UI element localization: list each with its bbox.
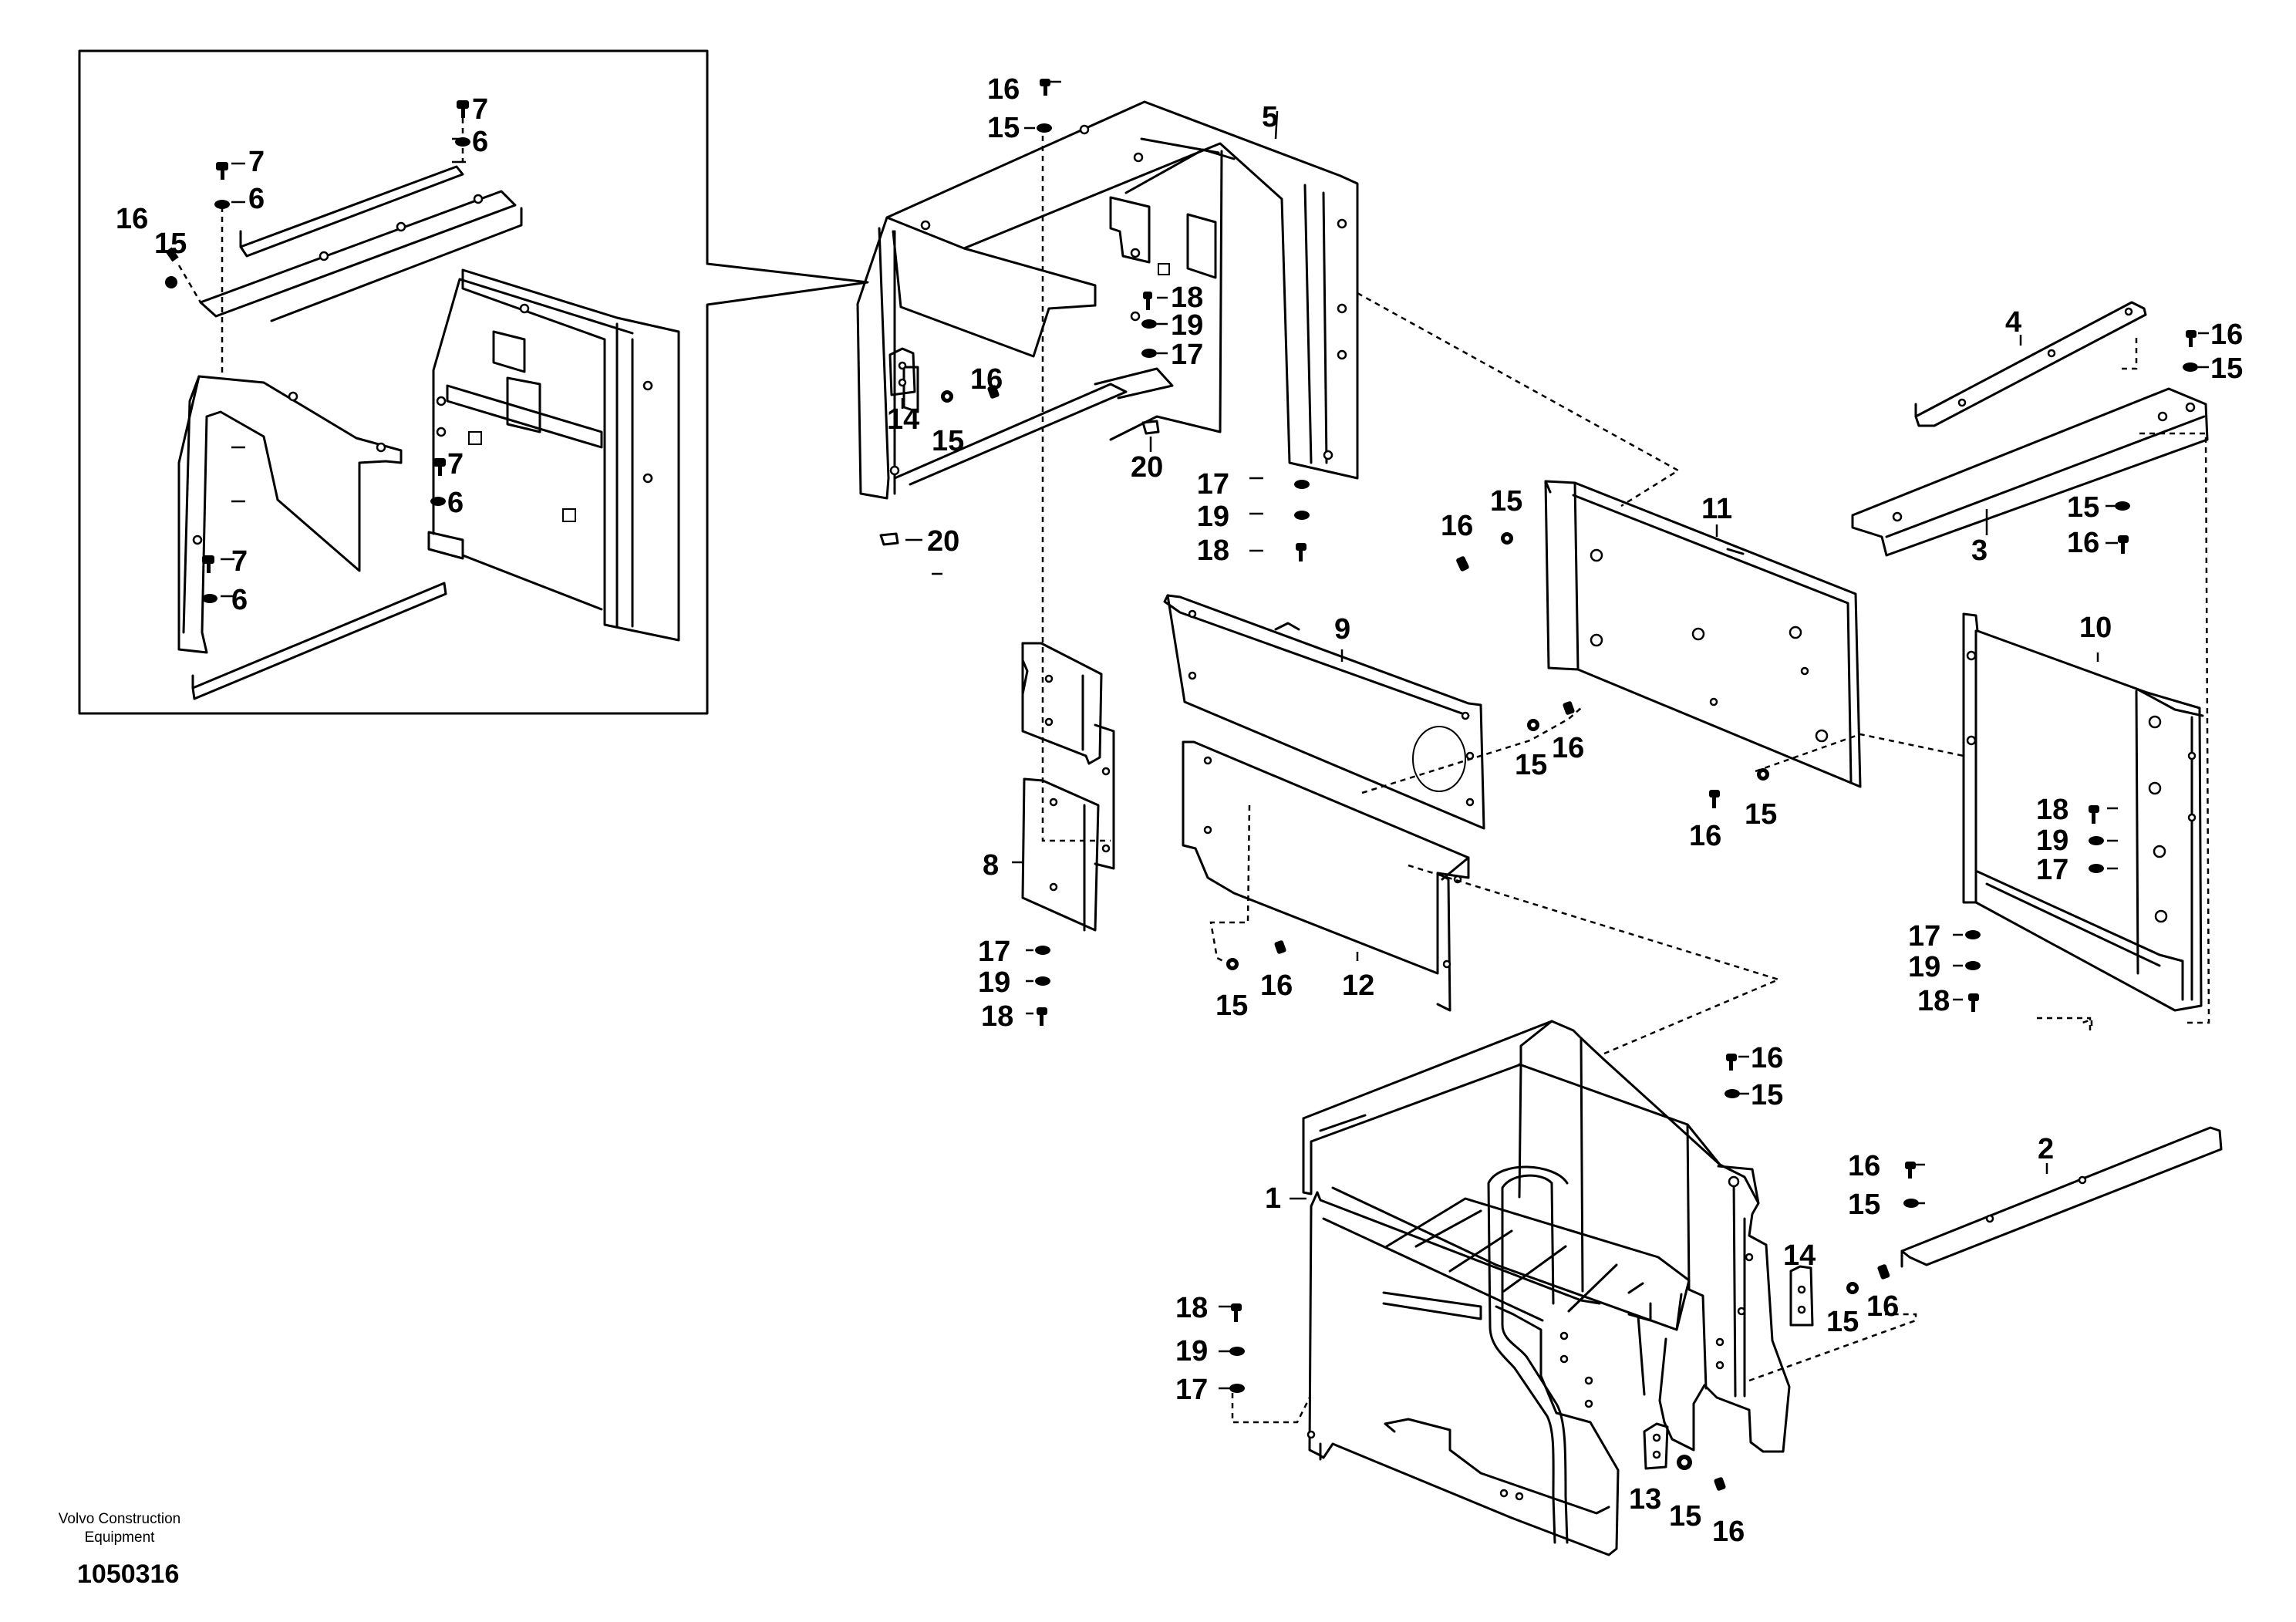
label-17: 17 bbox=[1908, 920, 1940, 953]
label-20: 20 bbox=[1131, 451, 1163, 484]
label-17: 17 bbox=[1171, 339, 1203, 371]
label-17: 17 bbox=[978, 936, 1010, 968]
label-16: 16 bbox=[116, 203, 148, 235]
part-14-bracket-lower bbox=[1789, 1265, 1814, 1327]
label-19: 19 bbox=[1171, 309, 1203, 342]
label-18: 18 bbox=[1175, 1292, 1208, 1324]
inset-upper-strip bbox=[199, 165, 523, 322]
label-15: 15 bbox=[932, 425, 964, 457]
label-15: 15 bbox=[1745, 798, 1777, 831]
part-14-bracket-upper bbox=[888, 347, 916, 396]
part-11-panel bbox=[1544, 480, 1862, 788]
part-8-brackets bbox=[1021, 642, 1115, 932]
label-9: 9 bbox=[1334, 613, 1350, 646]
label-19: 19 bbox=[1908, 951, 1940, 983]
label-14: 14 bbox=[887, 403, 919, 436]
label-15: 15 bbox=[1515, 749, 1547, 781]
part-labels: 7 6 7 7 6 7 16 15 7 6 7 6 16 15 5 18 19 … bbox=[116, 73, 2243, 1548]
manufacturer-name: Volvo Construction Equipment bbox=[58, 1511, 181, 1546]
label-15: 15 bbox=[2210, 352, 2243, 385]
label-6: 6 bbox=[447, 487, 464, 519]
label-18: 18 bbox=[1917, 985, 1950, 1017]
inset-left-panel bbox=[177, 375, 403, 654]
part-2-bar bbox=[1900, 1126, 2223, 1268]
label-4: 4 bbox=[2005, 306, 2021, 339]
label-16: 16 bbox=[1552, 732, 1584, 764]
label-8: 8 bbox=[983, 849, 999, 882]
part-20-clips bbox=[879, 420, 1160, 546]
label-7: 7 bbox=[248, 146, 265, 178]
label-1: 1 bbox=[1265, 1182, 1281, 1215]
part-1-handrail bbox=[1487, 1165, 1569, 1544]
label-15: 15 bbox=[1826, 1306, 1859, 1338]
label-2: 2 bbox=[2038, 1133, 2054, 1165]
part-12-plate bbox=[1182, 740, 1470, 1012]
label-20: 20 bbox=[927, 525, 959, 558]
label-11: 11 bbox=[1701, 493, 1732, 525]
label-17: 17 bbox=[1175, 1374, 1208, 1406]
label-10: 10 bbox=[2079, 612, 2112, 644]
detail-inset bbox=[78, 49, 869, 715]
label-19: 19 bbox=[1197, 501, 1229, 533]
label-15: 15 bbox=[1490, 485, 1522, 518]
label-19: 19 bbox=[978, 966, 1010, 999]
label-5: 5 bbox=[1262, 101, 1278, 133]
label-16: 16 bbox=[1751, 1042, 1783, 1074]
part-9-plate bbox=[1163, 594, 1485, 830]
label-15: 15 bbox=[1751, 1079, 1783, 1111]
label-7: 7 bbox=[231, 545, 248, 578]
label-16: 16 bbox=[1866, 1290, 1899, 1323]
fasteners bbox=[941, 79, 2198, 1491]
label-17: 17 bbox=[2036, 854, 2068, 886]
inset-frame bbox=[427, 268, 680, 642]
label-17: 17 bbox=[1197, 468, 1229, 501]
label-15: 15 bbox=[1669, 1500, 1701, 1533]
label-15: 15 bbox=[2067, 491, 2099, 524]
label-16: 16 bbox=[987, 73, 1020, 106]
label-15: 15 bbox=[1848, 1189, 1880, 1221]
label-18: 18 bbox=[2036, 794, 2068, 826]
part-4-strip bbox=[1914, 301, 2147, 427]
part-3-strip bbox=[1851, 387, 2209, 557]
label-6: 6 bbox=[472, 126, 488, 158]
label-14: 14 bbox=[1783, 1239, 1816, 1272]
part-5-upper-frame bbox=[856, 100, 1359, 500]
label-7: 7 bbox=[447, 448, 464, 481]
label-19: 19 bbox=[1175, 1335, 1208, 1367]
label-16: 16 bbox=[2210, 319, 2243, 351]
label-15: 15 bbox=[1215, 990, 1248, 1022]
label-15: 15 bbox=[987, 112, 1020, 144]
label-18: 18 bbox=[1171, 282, 1203, 314]
part-10-frame bbox=[1962, 612, 2204, 1012]
part-1-body bbox=[1302, 1020, 1791, 1556]
inset-hardware bbox=[165, 100, 470, 603]
label-12: 12 bbox=[1342, 969, 1374, 1002]
label-16: 16 bbox=[1260, 969, 1293, 1002]
label-6: 6 bbox=[231, 584, 248, 616]
label-18: 18 bbox=[981, 1000, 1013, 1033]
label-19: 19 bbox=[2036, 824, 2068, 857]
label-16: 16 bbox=[1441, 510, 1473, 542]
label-18: 18 bbox=[1197, 534, 1229, 567]
label-15: 15 bbox=[154, 228, 187, 260]
label-16: 16 bbox=[1712, 1516, 1745, 1548]
label-16: 16 bbox=[1848, 1150, 1880, 1182]
label-3: 3 bbox=[1971, 534, 1988, 567]
label-13: 13 bbox=[1629, 1483, 1661, 1516]
label-16: 16 bbox=[2067, 527, 2099, 559]
label-16: 16 bbox=[970, 363, 1003, 396]
part-13-plate bbox=[1643, 1422, 1669, 1470]
label-7: 7 bbox=[472, 93, 488, 126]
drawing-number: 1050316 bbox=[77, 1560, 180, 1589]
label-6: 6 bbox=[248, 183, 265, 215]
label-16: 16 bbox=[1689, 820, 1721, 852]
assembly-leader-lines bbox=[1041, 136, 2210, 1424]
